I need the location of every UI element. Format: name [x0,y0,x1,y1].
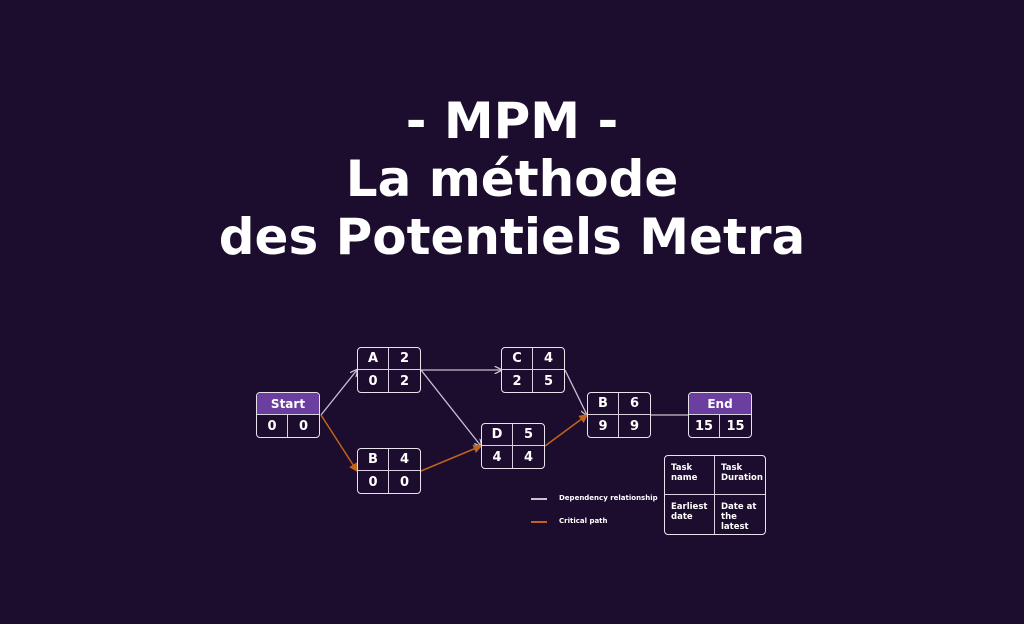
node-c-duration: 4 [533,348,564,370]
edge-b-d [420,444,483,472]
node-b-right-duration: 6 [619,393,650,415]
legend-critical-label: Critical path [559,517,608,525]
node-start-latest: 0 [298,418,309,434]
node-c: C 4 2 5 [501,347,565,393]
node-d-earliest: 4 [482,446,513,468]
node-c-name: C [502,348,533,370]
key-latest-date: Date at the latest [721,502,757,532]
node-a-name: A [358,348,389,370]
edge-d-b6 [544,414,589,447]
node-b-lower: B 4 0 0 [357,448,421,494]
key-earliest-date: Earliest date [665,495,715,534]
node-d-name: D [482,424,513,446]
title-line-2: La méthode [345,150,679,208]
node-b-lower-latest: 0 [399,474,410,490]
node-end-label: End [689,393,751,415]
title-line-1: - MPM - [405,92,619,150]
node-c-latest: 5 [543,373,554,389]
title-line-3: des Potentiels Metra [218,208,806,266]
page-title: - MPM - La méthode des Potentiels Metra [0,92,1024,266]
node-b-lower-name: B [358,449,389,471]
node-start-earliest: 0 [257,415,288,437]
node-a-duration: 2 [389,348,420,370]
edge-start-b [320,414,358,473]
node-start: Start 0 0 [256,392,320,438]
node-end-earliest: 15 [689,415,720,437]
node-start-label: Start [257,393,319,415]
node-a-earliest: 0 [358,370,389,392]
edge-c-b6 [564,369,587,415]
node-end: End 15 15 [688,392,752,438]
node-d-latest: 4 [523,449,534,465]
node-a: A 2 0 2 [357,347,421,393]
key-task-duration: Task Duration [715,456,765,495]
node-b-lower-earliest: 0 [358,471,389,493]
key-task-name: Task name [665,456,715,495]
node-d: D 5 4 4 [481,423,545,469]
node-b-right-earliest: 9 [588,415,619,437]
node-b-lower-duration: 4 [389,449,420,471]
node-d-duration: 5 [513,424,544,446]
edge-a-d [420,369,481,446]
node-c-earliest: 2 [502,370,533,392]
legend-dependency: Dependency relationship [559,494,658,502]
node-key-legend: Task name Task Duration Earliest date Da… [664,455,766,535]
node-a-latest: 2 [399,373,410,389]
node-b-right: B 6 9 9 [587,392,651,438]
edge-start-a [320,370,357,416]
node-end-latest: 15 [726,418,745,434]
legend-critical: Critical path [559,517,608,525]
node-b-right-latest: 9 [629,418,640,434]
legend-dependency-label: Dependency relationship [559,494,658,502]
node-b-right-name: B [588,393,619,415]
